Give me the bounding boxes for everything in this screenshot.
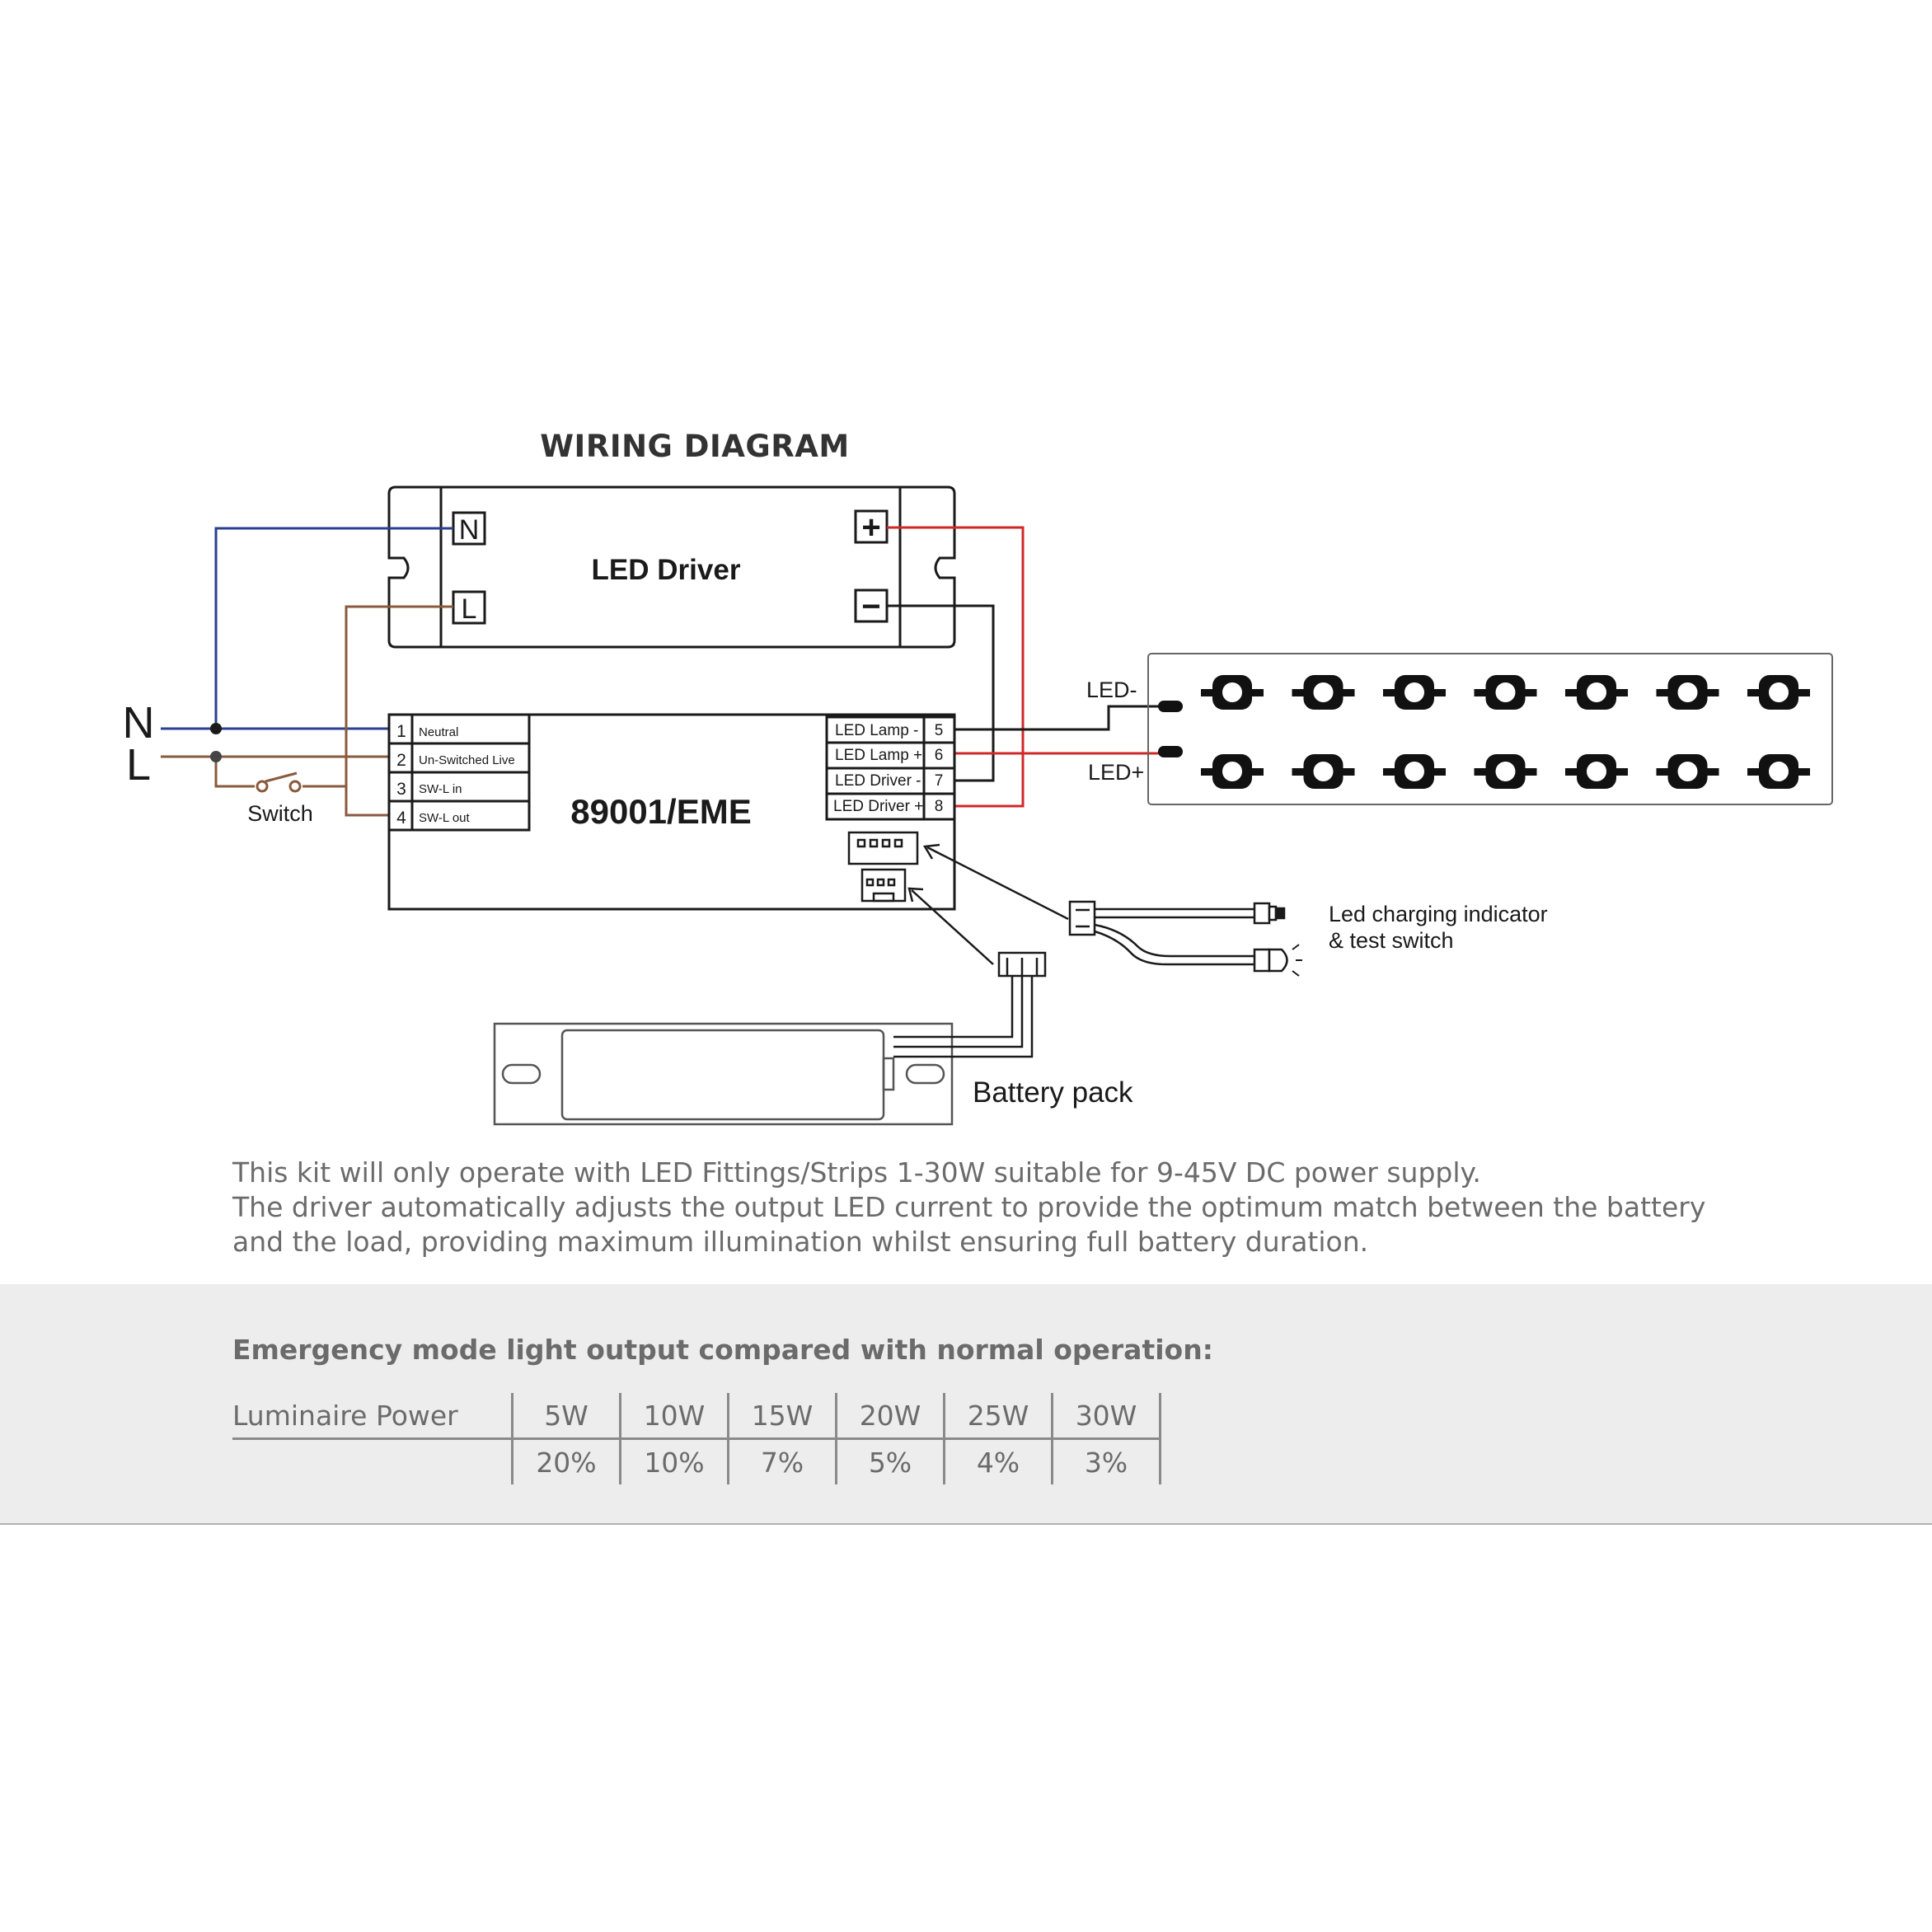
terminal-plus-label: +: [861, 509, 880, 546]
indicator-label-line1: Led charging indicator: [1329, 902, 1548, 926]
module-right-terminal-block: [825, 715, 956, 821]
terminal-3-label: SW-L in: [419, 782, 462, 796]
terminal-2-number: 2: [396, 751, 406, 770]
terminal-1-label: Neutral: [419, 725, 458, 739]
led-chip-icon: [1383, 675, 1446, 710]
power-cell: 5W: [511, 1393, 621, 1440]
charging-led-icon: [1253, 944, 1302, 977]
output-cell: 3%: [1051, 1438, 1161, 1484]
switch-icon: [256, 771, 302, 793]
led-row-bottom: [1201, 754, 1810, 789]
led-chip-icon: [1747, 754, 1810, 789]
power-cell: 25W: [943, 1393, 1053, 1440]
mains-l-label: L: [126, 740, 151, 790]
description-line-3: and the load, providing maximum illumina…: [232, 1226, 1369, 1258]
diagram-title: WIRING DIAGRAM: [540, 429, 849, 464]
led-lamp-negative-wire: [954, 705, 1164, 731]
led-chip-icon: [1565, 675, 1628, 710]
indicator-connector-socket: [847, 831, 919, 865]
terminal-7-label: LED Driver -: [835, 772, 921, 790]
description-line-1: This kit will only operate with LED Fitt…: [232, 1156, 1481, 1189]
luminaire-power-label: Luminaire Power: [232, 1393, 513, 1440]
description: This kit will only operate with LED Fitt…: [232, 1156, 1706, 1259]
led-driver-label: LED Driver: [592, 554, 741, 586]
terminal-3-number: 3: [396, 780, 406, 799]
indicator-label-line2: & test switch: [1329, 928, 1454, 953]
led-chip-icon: [1292, 675, 1355, 710]
terminal-4-label: SW-L out: [419, 811, 471, 825]
neutral-wire: [161, 527, 453, 730]
output-cell: 10%: [619, 1438, 729, 1484]
power-cell: 20W: [835, 1393, 945, 1440]
live-wire: [161, 605, 453, 817]
led-chip-icon: [1201, 675, 1264, 710]
led-chip-icon: [1292, 754, 1355, 789]
led-chip-icon: [1656, 754, 1719, 789]
output-cell: 20%: [511, 1438, 621, 1484]
terminal-4-number: 4: [396, 809, 406, 828]
terminal-5-number: 5: [935, 722, 944, 739]
mains-n-label: N: [123, 698, 155, 748]
terminal-minus-label: −: [861, 589, 880, 625]
live-junction: [210, 751, 222, 762]
power-cell: 30W: [1051, 1393, 1161, 1440]
output-cell: 7%: [727, 1438, 837, 1484]
terminal-6-label: LED Lamp +: [835, 747, 922, 764]
terminal-6-number: 6: [935, 747, 944, 764]
driver-positive-wire: [887, 526, 1025, 808]
led-plus-pad: [1158, 746, 1183, 757]
indicator-cable: [1068, 900, 1254, 966]
terminal-2-label: Un-Switched Live: [419, 753, 515, 767]
driver-negative-wire: [887, 604, 995, 782]
module-label: 89001/EME: [570, 792, 751, 831]
led-row-top: [1201, 675, 1810, 710]
module-left-terminal-block: [387, 713, 531, 832]
led-strip: [1147, 653, 1833, 805]
switch-label: Switch: [247, 801, 313, 826]
power-cell: 10W: [619, 1393, 729, 1440]
output-cell: 5%: [835, 1438, 945, 1484]
battery-pack-label: Battery pack: [973, 1076, 1133, 1109]
output-cell: 4%: [943, 1438, 1053, 1484]
output-row-label: [232, 1439, 513, 1485]
led-chip-icon: [1747, 675, 1810, 710]
battery-cable: [893, 951, 1047, 1058]
led-chip-icon: [1383, 754, 1446, 789]
led-minus-label: LED-: [1086, 678, 1137, 702]
terminal-8-number: 8: [935, 798, 944, 815]
battery-arrow: [907, 887, 994, 965]
terminal-n-label: N: [459, 514, 480, 546]
battery-connector-socket: [860, 868, 907, 903]
led-chip-icon: [1474, 675, 1537, 710]
description-line-2: The driver automatically adjusts the out…: [232, 1191, 1706, 1223]
terminal-1-number: 1: [396, 722, 406, 741]
terminal-8-label: LED Driver +: [833, 798, 923, 815]
indicator-arrow: [922, 843, 1069, 921]
battery-pack: [493, 1022, 954, 1126]
power-row: Luminaire Power 5W 10W 15W 20W 25W 30W: [232, 1393, 1161, 1440]
terminal-l-label: L: [462, 593, 477, 625]
terminal-5-label: LED Lamp -: [835, 722, 918, 739]
led-minus-pad: [1158, 701, 1183, 712]
power-cell: 15W: [727, 1393, 837, 1440]
emergency-heading: Emergency mode light output compared wit…: [232, 1334, 1213, 1366]
led-chip-icon: [1565, 754, 1628, 789]
test-switch-icon: [1253, 902, 1286, 925]
led-chip-icon: [1656, 675, 1719, 710]
neutral-junction: [210, 723, 222, 734]
led-chip-icon: [1201, 754, 1264, 789]
output-row: 20% 10% 7% 5% 4% 3%: [232, 1438, 1161, 1485]
led-plus-label: LED+: [1088, 760, 1144, 785]
terminal-7-number: 7: [935, 772, 944, 790]
emergency-output-table: Luminaire Power 5W 10W 15W 20W 25W 30W 2…: [232, 1393, 1161, 1484]
led-chip-icon: [1474, 754, 1537, 789]
